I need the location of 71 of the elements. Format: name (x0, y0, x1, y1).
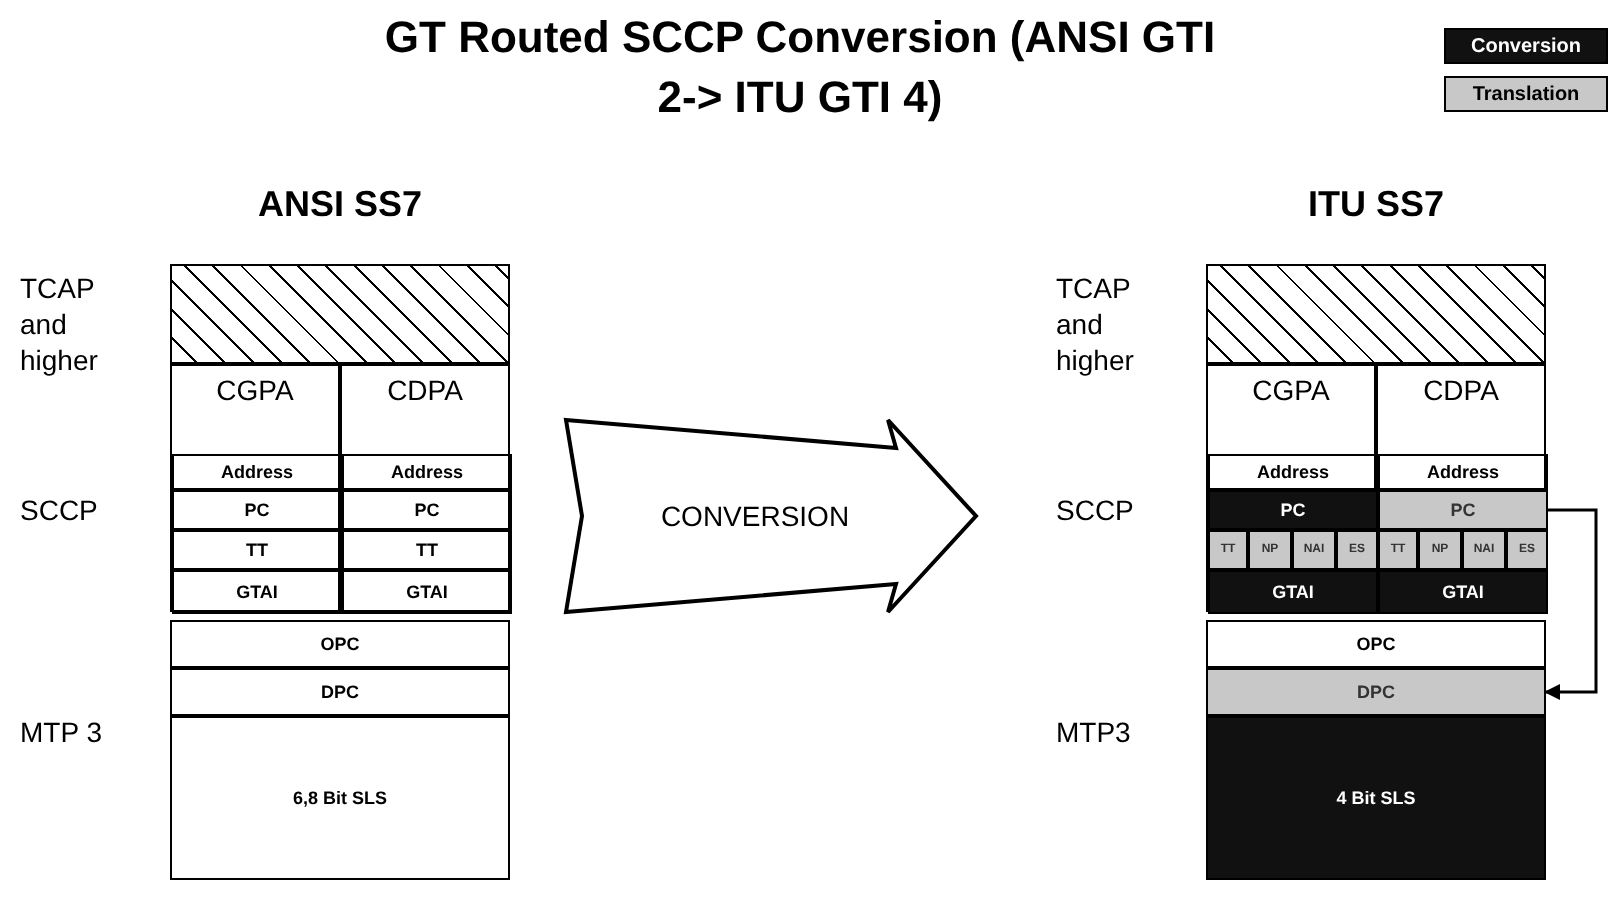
hatched-layer (1206, 264, 1546, 364)
field-box (1506, 530, 1548, 570)
field-box (1208, 490, 1378, 530)
field-box (172, 570, 342, 614)
layer-name: SCCP (1056, 492, 1136, 528)
field-box (1208, 530, 1248, 570)
field-box (1378, 530, 1418, 570)
field-label: Address (390, 462, 463, 482)
field-label: Address (1256, 462, 1329, 482)
field-box (1418, 530, 1462, 570)
field-box (1378, 570, 1548, 614)
layer-name: MTP3 (1056, 714, 1133, 750)
field-label: 4 Bit SLS (1336, 788, 1416, 808)
field-box (1248, 530, 1292, 570)
field-heading: CGPA (1250, 374, 1332, 406)
block-arrow (563, 417, 979, 615)
field-box (342, 454, 512, 490)
field-box (1292, 530, 1336, 570)
legend-label: Conversion (1470, 35, 1581, 57)
field-box (342, 570, 512, 614)
title: GT Routed SCCP Conversion (ANSI GTI 2-> ITU GTI 4) (382, 10, 1218, 126)
field-label: PC (1280, 500, 1306, 520)
address-field (170, 364, 340, 612)
field-label: Address (1426, 462, 1499, 482)
field-label: Address (220, 462, 293, 482)
arrow (1544, 508, 1598, 700)
field-label: TT (246, 540, 268, 560)
address-field (1206, 364, 1376, 612)
field-box (342, 490, 512, 530)
field-box (172, 490, 342, 530)
field-label: PC (244, 500, 270, 520)
stack-heading: ANSI SS7 (255, 184, 425, 226)
field-label: GTAI (1272, 582, 1314, 602)
field-box (1336, 530, 1378, 570)
stack-heading: ITU SS7 (1305, 184, 1447, 226)
field-box (1206, 668, 1546, 716)
field-box (172, 454, 342, 490)
field-label: TT (416, 540, 438, 560)
field-label: DPC (320, 682, 359, 702)
layer-name: SCCP (20, 492, 100, 528)
field-label: GTAI (1442, 582, 1484, 602)
field-label: PC (1450, 500, 1476, 520)
legend-label: Translation (1472, 83, 1580, 105)
layer-name: MTP 3 (20, 714, 104, 750)
field-box (1206, 620, 1546, 668)
field-box (1208, 570, 1378, 614)
layer-name: TCAP and higher (1056, 270, 1136, 378)
hatched-layer (170, 264, 510, 364)
field-label: GTAI (236, 582, 278, 602)
field-box (170, 716, 510, 880)
field-box (1378, 490, 1548, 530)
field-heading: CDPA (385, 374, 465, 406)
layer-name: TCAP and higher (20, 270, 100, 378)
address-field (1376, 364, 1546, 612)
field-box (1206, 716, 1546, 880)
field-label: 6,8 Bit SLS (292, 788, 387, 808)
address-field (340, 364, 510, 612)
field-heading: CDPA (1421, 374, 1501, 406)
field-label: PC (414, 500, 440, 520)
field-box (1378, 454, 1548, 490)
field-box (170, 668, 510, 716)
field-label: DPC (1356, 682, 1395, 702)
field-label: OPC (320, 634, 360, 654)
field-box (1462, 530, 1506, 570)
field-box (170, 620, 510, 668)
field-heading: CGPA (214, 374, 296, 406)
field-box (172, 530, 342, 570)
field-label: OPC (1356, 634, 1396, 654)
edge-label: CONVERSION (660, 500, 850, 532)
field-label: GTAI (406, 582, 448, 602)
field-box (342, 530, 512, 570)
